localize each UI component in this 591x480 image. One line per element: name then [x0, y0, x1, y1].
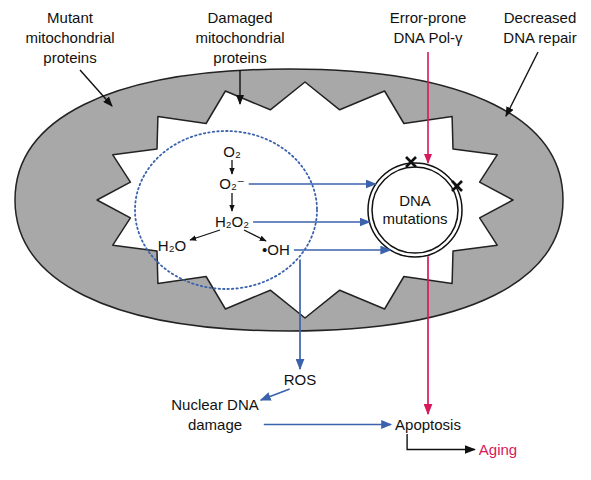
node-text: ROS: [284, 371, 317, 388]
dna-damage-marks: [406, 157, 462, 191]
chemical-species: O₂: [223, 143, 241, 161]
apoptosis-node: Apoptosis: [390, 415, 466, 435]
ros-reaction-ellipse: O₂ O₂⁻ H₂O₂ H₂O •OH: [134, 130, 318, 290]
damage-x-mark: [406, 157, 416, 167]
callout-label: Damaged mitochondrial proteins: [192, 8, 288, 68]
reaction-arrow: [190, 230, 220, 240]
inner-circle: [372, 167, 458, 253]
leader-arrow: [80, 70, 112, 106]
reaction-arrow: [244, 230, 266, 241]
mtdna-circle: DNA mutations: [367, 162, 463, 258]
edge-arrow: [253, 221, 370, 223]
edge-arrow: [299, 260, 301, 370]
leader-arrow: [427, 52, 429, 163]
leader-arrow: [506, 52, 538, 116]
callout-label: Error-prone DNA Pol-γ: [383, 8, 473, 48]
aging-node: Aging: [474, 440, 522, 460]
node-text: Aging: [479, 441, 517, 458]
outer-circle: [368, 163, 462, 257]
node-text: DNA mutations: [379, 192, 451, 228]
damage-x-mark: [406, 157, 416, 167]
node-text: Nuclear DNA damage: [171, 396, 259, 433]
leader-arrow: [239, 70, 240, 104]
edge-arrow: [249, 183, 376, 185]
edge-arrow: [294, 249, 390, 251]
edge-arrow: [427, 256, 429, 414]
node-text: Apoptosis: [395, 416, 461, 433]
callout-label: Decreased DNA repair: [497, 8, 583, 48]
chemical-species: •OH: [262, 241, 290, 259]
callout-label: Mutant mitochondrial proteins: [22, 8, 118, 68]
nuclear-damage-node: Nuclear DNA damage: [169, 395, 261, 435]
chemical-species: O₂⁻: [219, 175, 244, 193]
edge-arrow: [264, 424, 391, 426]
edge-arrow: [407, 434, 475, 450]
outer-membrane: [15, 69, 563, 331]
damage-x-mark: [452, 181, 462, 191]
chemical-species: H₂O₂: [215, 213, 249, 231]
edge-arrow: [261, 389, 290, 400]
damage-x-mark: [452, 181, 462, 191]
dotted-ellipse: [135, 131, 317, 289]
reaction-arrow: [231, 160, 232, 174]
chemical-species: H₂O: [158, 237, 186, 255]
reaction-arrow: [231, 193, 232, 211]
ros-node: ROS: [278, 370, 322, 390]
inner-membrane-cristae: [97, 82, 513, 318]
